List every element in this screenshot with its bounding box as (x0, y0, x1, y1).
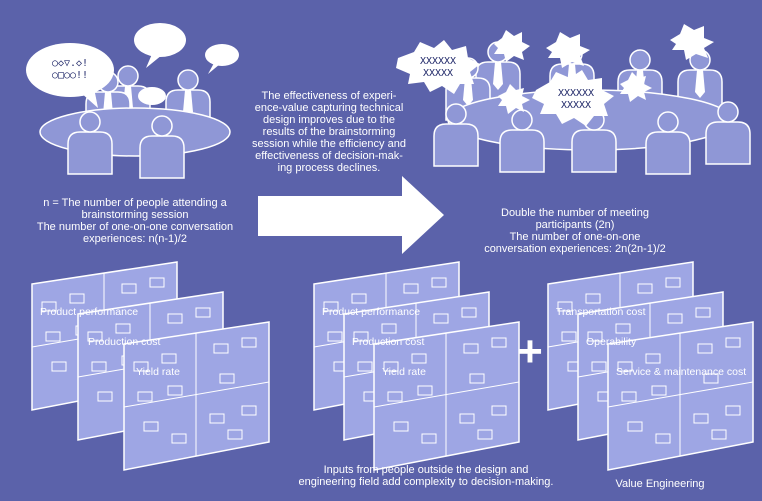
caption-line: conversation experiences: 2n(2n-1)/2 (484, 243, 666, 255)
card-label: Yield rate (136, 366, 180, 378)
explanation-line: The effectiveness of experi- (261, 90, 397, 102)
burst-icon (546, 32, 590, 68)
bubble-line: XXXXXX (557, 88, 595, 99)
shout-bubble-text: XXXXXX XXXXX (544, 88, 608, 112)
shout-bubble-icon (396, 40, 480, 94)
caption-line: Double the number of meeting (501, 207, 649, 219)
large-meeting-caption: Double the number of meeting participant… (460, 207, 690, 255)
explanation-line: design improves due to the (262, 114, 396, 126)
burst-icon (620, 72, 652, 102)
card-label: Operability (586, 336, 637, 348)
burst-icon (494, 30, 530, 62)
speech-bubble-icon (138, 87, 166, 105)
caption-line: participants (2n) (535, 219, 615, 231)
caption-line: engineering field add complexity to deci… (298, 476, 554, 488)
bubble-line: XXXXXX (419, 56, 457, 67)
card-label: Transportation cost (556, 306, 646, 318)
arrow-icon (258, 176, 444, 254)
caption-line: n = The number of people attending a (43, 197, 227, 209)
value-engineering-label: Value Engineering (615, 478, 705, 490)
small-meeting-illustration (26, 23, 239, 179)
explanation-line: session while the efficiency and (252, 138, 406, 150)
bubble-line: XXXXX (422, 68, 454, 79)
bubble-line: ○◇▽.◇! (51, 58, 89, 69)
speech-bubble-icon (26, 43, 114, 108)
card-label: Production cost (352, 336, 425, 348)
card-label: Production cost (88, 336, 161, 348)
center-explanation: The effectiveness of experi- ence-value … (244, 90, 414, 174)
bottom-caption: Inputs from people outside the design an… (290, 464, 562, 488)
plus-sign: + (517, 327, 543, 376)
caption-line: Inputs from people outside the design an… (323, 464, 529, 476)
caption-line: The number of one-on-one (509, 231, 641, 243)
caption-line: brainstorming session (81, 209, 189, 221)
card-label: Service & maintenance cost (616, 366, 747, 378)
speech-bubble-text: ○◇▽.◇! ○□○○!! (38, 58, 102, 82)
card-label: Yield rate (382, 366, 426, 378)
shout-bubble-text: XXXXXX XXXXX (406, 56, 470, 80)
speech-bubble-icon (134, 23, 186, 68)
explanation-line: effectiveness of decision-mak- (255, 150, 403, 162)
bubble-line: XXXXX (560, 100, 592, 111)
burst-icon (498, 84, 530, 114)
explanation-line: ing process declines. (277, 162, 381, 174)
small-meeting-caption: n = The number of people attending a bra… (20, 197, 250, 245)
card-label: Product performance (40, 306, 139, 318)
explanation-line: ence-value capturing technical (254, 102, 404, 114)
bubble-line: ○□○○!! (51, 70, 89, 81)
card-label: Product performance (322, 306, 421, 318)
caption-line: experiences: n(n-1)/2 (83, 233, 187, 245)
burst-icon (670, 24, 714, 60)
explanation-line: results of the brainstorming (262, 126, 396, 138)
shout-bubble-icon (532, 70, 614, 126)
caption-line: The number of one-on-one conversation (36, 221, 234, 233)
speech-bubble-icon (205, 44, 239, 74)
large-meeting-illustration (396, 24, 751, 175)
